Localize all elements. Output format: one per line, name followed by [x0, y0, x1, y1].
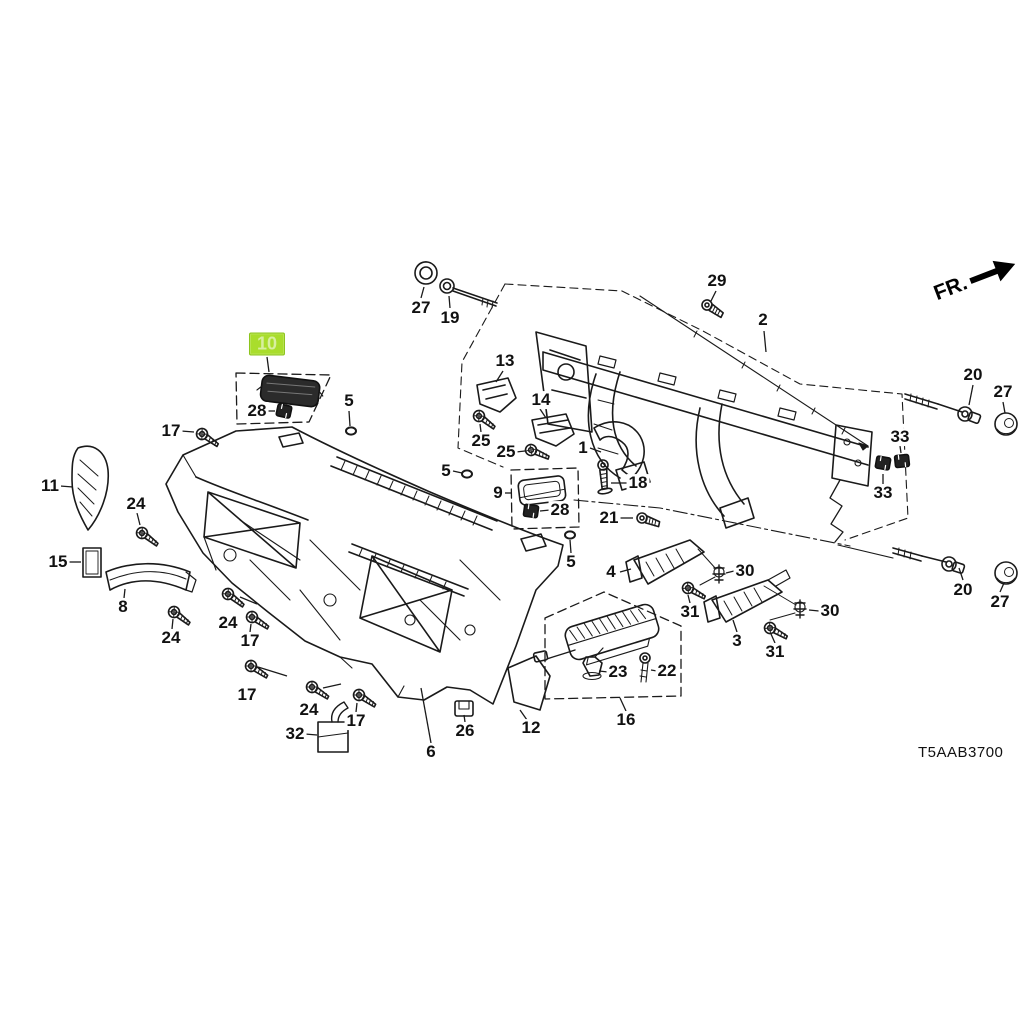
callout-27[interactable]: 27 — [991, 382, 1015, 402]
callout-3[interactable]: 3 — [730, 631, 744, 651]
callout-1[interactable]: 1 — [576, 438, 590, 458]
callout-2[interactable]: 2 — [756, 310, 770, 330]
callout-27[interactable]: 27 — [409, 298, 433, 318]
box-part-9 — [510, 467, 580, 530]
callout-26[interactable]: 26 — [453, 721, 477, 741]
callout-8[interactable]: 8 — [116, 597, 130, 617]
callout-5[interactable]: 5 — [342, 391, 356, 411]
bracket-parts-art — [476, 377, 645, 479]
callout-28[interactable]: 28 — [245, 401, 269, 421]
callout-20[interactable]: 20 — [961, 365, 985, 385]
fasteners-art — [133, 261, 1018, 710]
box-part-16 — [544, 591, 682, 700]
callout-17[interactable]: 17 — [344, 711, 368, 731]
callout-4[interactable]: 4 — [604, 562, 618, 582]
callout-5[interactable]: 5 — [564, 552, 578, 572]
fr-arrow-icon — [969, 260, 1016, 284]
instrument-panel-art — [165, 426, 564, 705]
callout-6[interactable]: 6 — [424, 742, 438, 762]
callout-27[interactable]: 27 — [988, 592, 1012, 612]
callout-32[interactable]: 32 — [283, 724, 307, 744]
callout-13[interactable]: 13 — [493, 351, 517, 371]
callout-24[interactable]: 24 — [216, 613, 240, 633]
callout-12[interactable]: 12 — [519, 718, 543, 738]
bolt-20-upper — [904, 393, 982, 424]
callout-17[interactable]: 17 — [159, 421, 183, 441]
speaker-lid-9 — [517, 475, 567, 519]
callout-15[interactable]: 15 — [46, 552, 70, 572]
callout-14[interactable]: 14 — [529, 390, 553, 410]
callout-21[interactable]: 21 — [597, 508, 621, 528]
bolt-20-lower — [892, 547, 966, 574]
grommet-27 — [414, 261, 438, 285]
callout-24[interactable]: 24 — [297, 700, 321, 720]
callout-24[interactable]: 24 — [124, 494, 148, 514]
callout-9[interactable]: 9 — [491, 483, 505, 503]
diagram-code: T5AAB3700 — [918, 744, 1004, 761]
callout-5[interactable]: 5 — [439, 461, 453, 481]
callout-33[interactable]: 33 — [888, 427, 912, 447]
callout-20[interactable]: 20 — [951, 580, 975, 600]
callout-17[interactable]: 17 — [238, 631, 262, 651]
front-direction-indicator: FR. — [930, 251, 1021, 307]
callout-10-highlighted[interactable]: 10 — [248, 332, 286, 356]
airbag-module-art — [532, 603, 660, 683]
speaker-lid-10 — [256, 374, 324, 420]
steering-beam-art — [535, 331, 873, 543]
callout-23[interactable]: 23 — [606, 662, 630, 682]
callout-17[interactable]: 17 — [235, 685, 259, 705]
callout-30[interactable]: 30 — [818, 601, 842, 621]
bolt-19 — [439, 278, 498, 309]
callout-24[interactable]: 24 — [159, 628, 183, 648]
callout-19[interactable]: 19 — [438, 308, 462, 328]
callout-29[interactable]: 29 — [705, 271, 729, 291]
box-part-10 — [235, 372, 332, 425]
region-boundaries — [457, 283, 909, 559]
callout-30[interactable]: 30 — [733, 561, 757, 581]
callout-31[interactable]: 31 — [763, 642, 787, 662]
subassembly-boxes — [235, 372, 682, 700]
callout-25[interactable]: 25 — [469, 431, 493, 451]
callout-16[interactable]: 16 — [614, 710, 638, 730]
callout-25[interactable]: 25 — [494, 442, 518, 462]
callout-31[interactable]: 31 — [678, 602, 702, 622]
callout-11[interactable]: 11 — [39, 476, 61, 496]
callout-33[interactable]: 33 — [871, 483, 895, 503]
callout-18[interactable]: 18 — [626, 473, 650, 493]
callout-22[interactable]: 22 — [655, 661, 679, 681]
duct-parts-art — [625, 539, 807, 623]
callout-28[interactable]: 28 — [548, 500, 572, 520]
